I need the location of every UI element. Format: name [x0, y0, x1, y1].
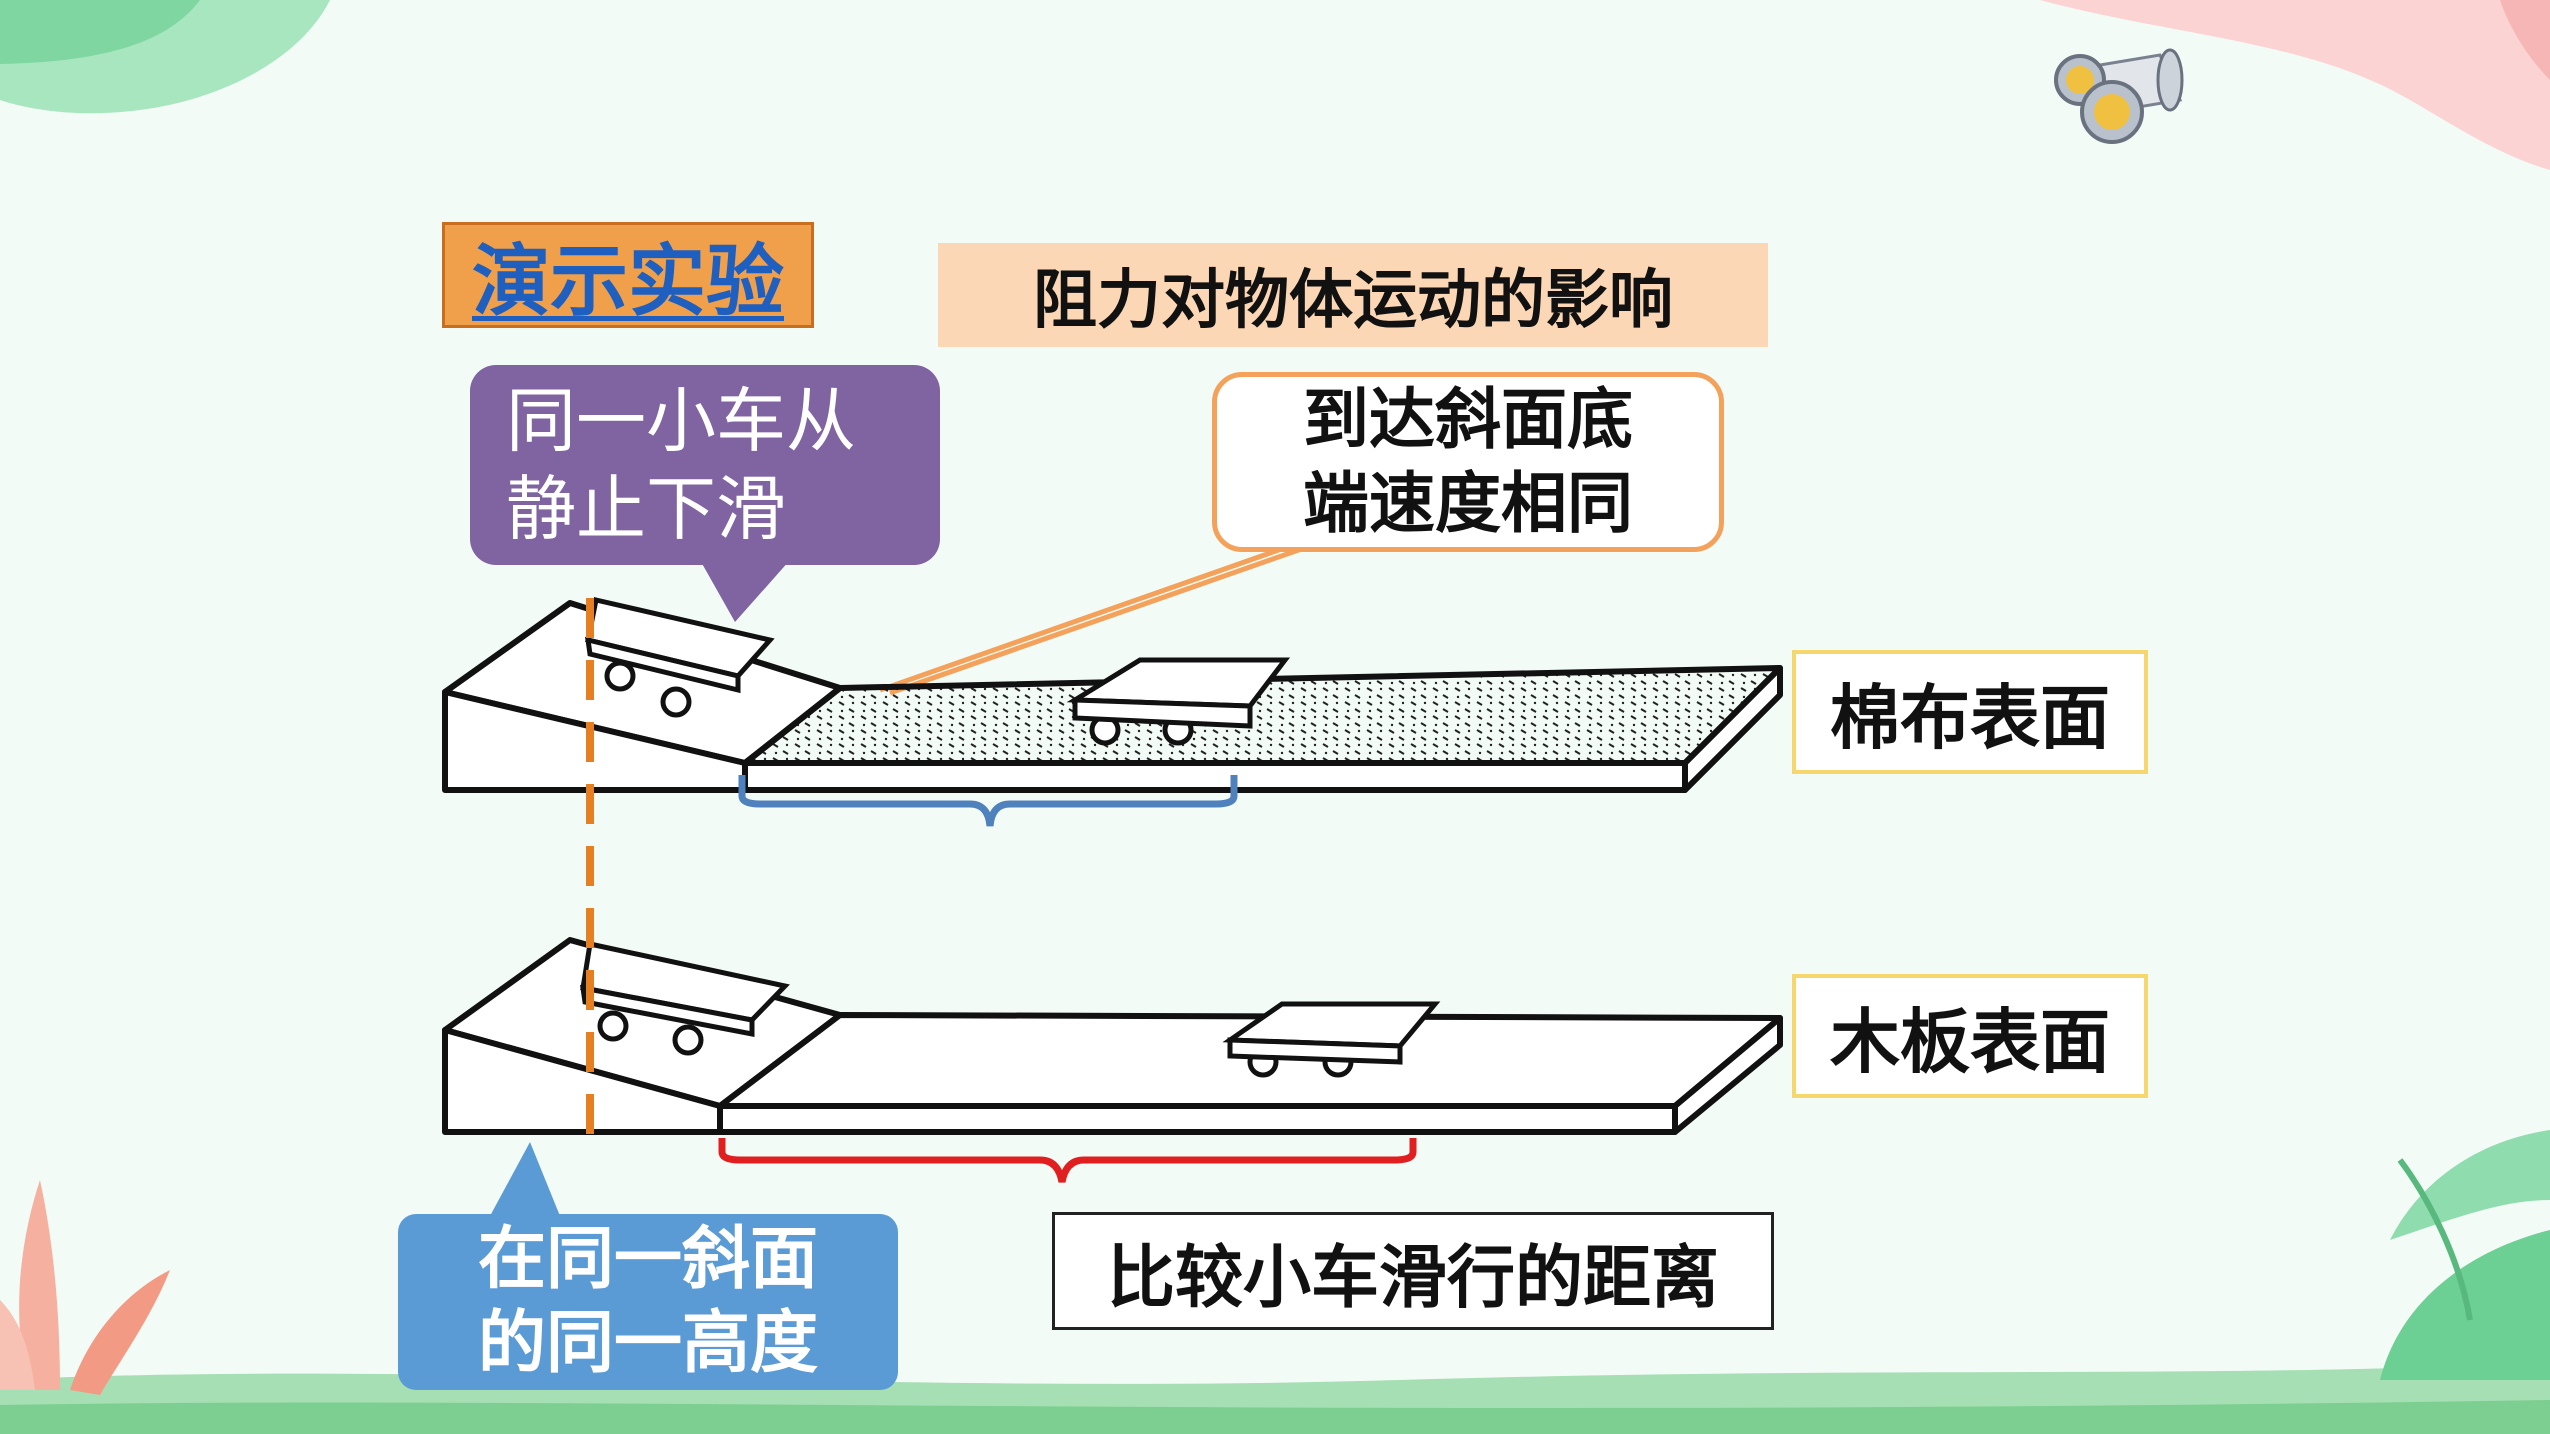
same-height-line-2: 的同一高度: [477, 1304, 818, 1383]
wood-surface-text: 木板表面: [1830, 1000, 2110, 1083]
same-cart-line-2: 静止下滑: [506, 468, 786, 550]
cotton-surface-text: 棉布表面: [1830, 676, 2110, 759]
cotton-bottom-cart: [1066, 657, 1291, 746]
same-cart-callout: 同一小车从 静止下滑: [470, 365, 940, 565]
top-right-pink-decoration: [2040, 0, 2550, 170]
compare-distance-label: 比较小车滑行的距离: [1052, 1212, 1774, 1330]
cotton-track-diagram: [442, 600, 1783, 793]
cotton-distance-brace: [738, 775, 1238, 827]
same-height-line-1: 在同一斜面: [477, 1220, 818, 1299]
topic-text: 阻力对物体运动的影响: [1033, 264, 1673, 338]
cotton-surface-label: 棉布表面: [1792, 650, 2148, 774]
compare-distance-text: 比较小车滑行的距离: [1106, 1238, 1719, 1318]
wood-bottom-cart: [1222, 1001, 1441, 1078]
badge-text: 演示实验: [471, 237, 784, 327]
same-speed-callout: 到达斜面底 端速度相同: [1212, 372, 1724, 552]
palm-leaf-decoration: [2380, 1130, 2550, 1380]
same-speed-line-1: 到达斜面底: [1303, 381, 1633, 458]
experiment-badge: 演示实验: [442, 222, 814, 328]
blue-callout-tail: [490, 1142, 560, 1216]
wood-top-cart: [580, 941, 790, 1056]
same-cart-line-1: 同一小车从: [506, 380, 856, 462]
purple-callout-tail: [700, 560, 790, 622]
orange-callout-pointer: [879, 543, 1311, 696]
same-height-callout: 在同一斜面 的同一高度: [398, 1214, 898, 1390]
wood-surface-label: 木板表面: [1792, 974, 2148, 1098]
wood-distance-brace: [718, 1138, 1417, 1183]
binoculars-icon: [2054, 48, 2184, 144]
topic-title: 阻力对物体运动的影响: [938, 243, 1768, 347]
same-speed-line-2: 端速度相同: [1303, 465, 1633, 542]
bottom-grass-decoration: [0, 1360, 2550, 1434]
bottom-left-plant-decoration: [0, 1180, 170, 1395]
cotton-top-cart: [585, 596, 775, 718]
top-left-leaf-decoration: [0, 0, 330, 114]
